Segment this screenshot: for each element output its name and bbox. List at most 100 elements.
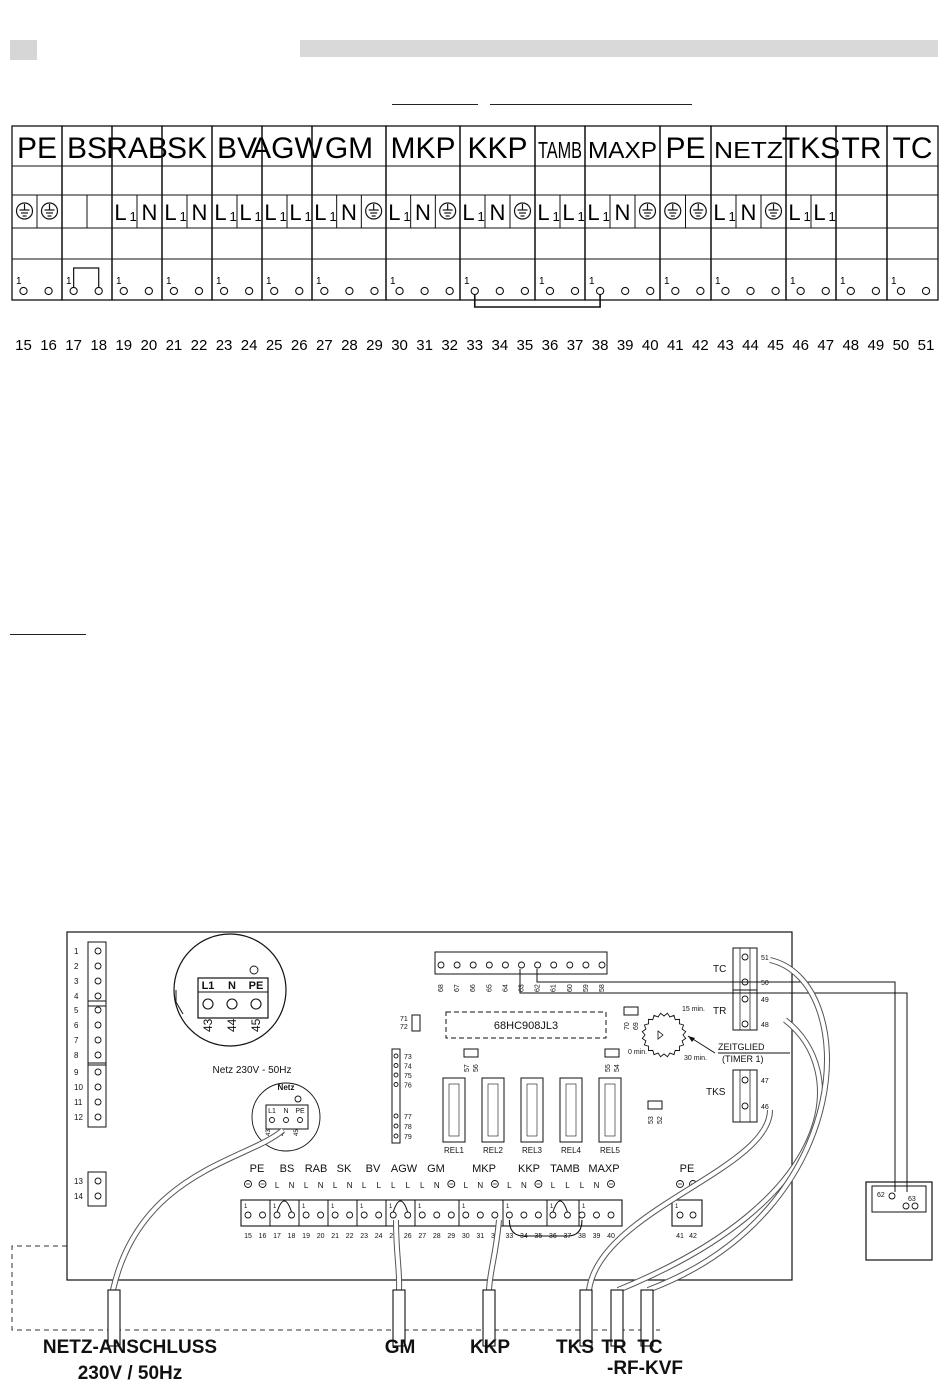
terminal-number: 24 bbox=[241, 337, 258, 354]
bottom-sub-label: L bbox=[464, 1181, 469, 1190]
group-label: TAMB bbox=[550, 1163, 580, 1175]
terminal-number: 36 bbox=[542, 337, 559, 354]
terminal-number: 19 bbox=[115, 337, 132, 354]
connector-hole bbox=[437, 961, 445, 969]
external-box bbox=[865, 1181, 933, 1261]
jumper bbox=[463, 1048, 479, 1058]
bottom-pin-marker: 1 bbox=[462, 1204, 466, 1210]
pin-marker: 1 bbox=[464, 276, 470, 287]
caption-tr: TR bbox=[601, 1337, 627, 1358]
netz-zoom-hole bbox=[226, 998, 238, 1010]
symbol-text: L bbox=[562, 200, 574, 225]
symbol-text: N bbox=[142, 200, 158, 225]
left-terminal-number: 6 bbox=[74, 1021, 79, 1030]
bottom-sub-label: N bbox=[347, 1181, 353, 1190]
group-label: MKP bbox=[472, 1163, 496, 1175]
terminal-strip: PE⏚⏚11516BS11718RABL1N11920SKL1N12122BVL… bbox=[11, 125, 939, 354]
left-terminal-number: 13 bbox=[74, 1177, 83, 1186]
pin-marker: 1 bbox=[840, 276, 846, 287]
terminal-hole bbox=[144, 286, 153, 296]
cable-netz-core bbox=[111, 1128, 285, 1291]
bottom-terminal-hole bbox=[549, 1211, 557, 1219]
block-label: TC bbox=[893, 132, 933, 165]
bottom-terminal-number: 17 bbox=[273, 1233, 281, 1240]
pin-number: 76 bbox=[404, 1083, 412, 1090]
left-terminal-hole bbox=[94, 1021, 102, 1029]
group-label: KKP bbox=[518, 1163, 540, 1175]
left-terminal-number: 7 bbox=[74, 1036, 79, 1045]
timer-knob[interactable] bbox=[641, 1012, 687, 1058]
block-label: TR bbox=[842, 132, 882, 165]
terminal-number: 17 bbox=[65, 337, 82, 354]
group-label: PE bbox=[250, 1163, 265, 1175]
pin-hole bbox=[393, 1063, 399, 1068]
bottom-terminal-number: 28 bbox=[433, 1233, 441, 1240]
block-label: TAMB bbox=[538, 137, 582, 163]
netz-small-label: PE bbox=[295, 1108, 305, 1115]
symbol-text: L bbox=[788, 200, 800, 225]
jumper-number: 72 bbox=[400, 1024, 408, 1031]
bottom-sub-label: N bbox=[594, 1181, 600, 1190]
sleeve-tr bbox=[610, 1289, 624, 1347]
jumper bbox=[647, 1100, 663, 1110]
left-terminal-hole bbox=[94, 1051, 102, 1059]
terminal-number: 51 bbox=[918, 337, 935, 354]
terminal-number: 44 bbox=[742, 337, 759, 354]
terminal-hole bbox=[846, 286, 855, 296]
group-label: PE bbox=[680, 1163, 695, 1175]
bottom-terminal-number: 30 bbox=[462, 1233, 470, 1240]
pin-hole bbox=[393, 1082, 399, 1087]
symbol-text: L bbox=[587, 200, 599, 225]
relay-inner bbox=[565, 1083, 577, 1137]
block-label: KKP bbox=[467, 132, 527, 165]
bottom-terminal-hole bbox=[447, 1211, 455, 1219]
terminal-number: 34 bbox=[491, 337, 508, 354]
terminal-number: 32 bbox=[441, 337, 458, 354]
bottom-sub-label: N bbox=[521, 1181, 527, 1190]
bs-bridge bbox=[73, 267, 100, 287]
ext-hole bbox=[911, 1202, 919, 1210]
right-label-tc: TC bbox=[713, 964, 726, 975]
terminal-number: 50 bbox=[893, 337, 910, 354]
ground-icon bbox=[249, 965, 259, 975]
ext-pin: 63 bbox=[908, 1196, 916, 1203]
terminal-number: 23 bbox=[216, 337, 233, 354]
bottom-pin-marker: 1 bbox=[506, 1204, 510, 1210]
block-label: SK bbox=[167, 132, 207, 165]
block-label: BV bbox=[217, 132, 257, 165]
netz-zoom-hole bbox=[202, 998, 214, 1010]
bottom-pin-marker: 1 bbox=[360, 1204, 364, 1210]
bottom-terminal-hole bbox=[689, 1211, 697, 1219]
symbol-sub: 1 bbox=[280, 209, 287, 224]
pin-number: 78 bbox=[404, 1124, 412, 1131]
connector-number: 68 bbox=[438, 984, 445, 992]
group-label: BS bbox=[280, 1163, 295, 1175]
netz-small-number: 45 bbox=[294, 1129, 300, 1136]
jumper-number: 56 bbox=[473, 1064, 480, 1072]
terminal-number: 26 bbox=[291, 337, 308, 354]
left-terminal-number: 9 bbox=[74, 1068, 79, 1077]
netz-zoom-label: L1 bbox=[202, 980, 215, 992]
bottom-sub-label: L bbox=[565, 1181, 570, 1190]
block-label: BS bbox=[67, 132, 107, 165]
ground-symbol bbox=[40, 202, 59, 220]
terminal-hole bbox=[871, 286, 881, 296]
symbol-sub: 1 bbox=[305, 209, 312, 224]
bottom-terminal-number: 20 bbox=[317, 1233, 325, 1240]
relay bbox=[442, 1077, 466, 1143]
bottom-terminal-number: 18 bbox=[288, 1233, 296, 1240]
terminal-number: 39 bbox=[617, 337, 634, 354]
symbol-text: N bbox=[741, 200, 757, 225]
bottom-terminal-hole bbox=[360, 1211, 368, 1219]
ground-symbol bbox=[638, 202, 657, 220]
connector-hole bbox=[518, 961, 525, 969]
terminal-hole bbox=[194, 286, 204, 296]
terminal-hole bbox=[445, 286, 454, 296]
symbol-text: L bbox=[388, 200, 400, 225]
right-terminal-hole bbox=[741, 1102, 749, 1110]
pe-terminal-block bbox=[671, 1199, 703, 1227]
symbol-text: L bbox=[462, 200, 474, 225]
pin-marker: 1 bbox=[216, 276, 222, 287]
bottom-pin-marker: 1 bbox=[550, 1204, 554, 1210]
terminal-hole bbox=[821, 286, 830, 296]
